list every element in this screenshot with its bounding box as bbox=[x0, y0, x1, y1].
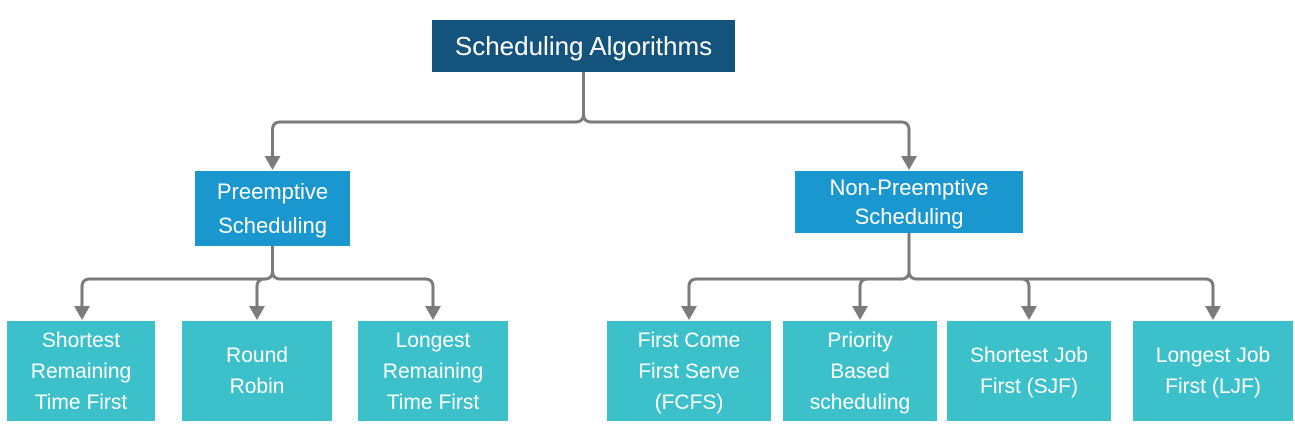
arrowhead bbox=[74, 306, 90, 320]
arrowhead bbox=[852, 306, 868, 320]
connector-root-fork bbox=[264, 72, 917, 170]
node-label: Priority Based scheduling bbox=[809, 328, 911, 414]
node-label: Shortest Remaining Time First bbox=[30, 328, 132, 414]
arrowhead bbox=[681, 306, 697, 320]
node-non-preemptive-scheduling: Non-Preemptive Scheduling bbox=[795, 171, 1023, 233]
node-label: First Come First Serve (FCFS) bbox=[637, 328, 741, 414]
node-label: Preemptive Scheduling bbox=[216, 178, 329, 238]
node-label: Longest Remaining Time First bbox=[382, 328, 484, 414]
node-label: Shortest Job First (SJF) bbox=[970, 344, 1088, 398]
node-label: Round Robin bbox=[226, 344, 288, 398]
node-longest-remaining-time-first: Longest Remaining Time First bbox=[358, 321, 508, 421]
connector-non-preemptive-fork bbox=[681, 233, 1221, 320]
node-first-come-first-serve: First Come First Serve (FCFS) bbox=[607, 321, 771, 421]
arrowhead bbox=[425, 306, 441, 320]
node-label: Scheduling Algorithms bbox=[454, 30, 713, 61]
arrowhead bbox=[249, 306, 265, 320]
node-label: Longest Job First (LJF) bbox=[1155, 344, 1271, 398]
node-preemptive-scheduling: Preemptive Scheduling bbox=[195, 171, 350, 246]
node-shortest-job-first: Shortest Job First (SJF) bbox=[947, 321, 1111, 421]
arrowhead bbox=[1205, 306, 1221, 320]
node-label: Non-Preemptive Scheduling bbox=[829, 175, 989, 229]
node-scheduling-algorithms: Scheduling Algorithms bbox=[432, 20, 735, 72]
node-longest-job-first: Longest Job First (LJF) bbox=[1133, 321, 1293, 421]
arrowhead bbox=[1021, 306, 1037, 320]
node-round-robin: Round Robin bbox=[182, 321, 332, 421]
connector-preemptive-fork bbox=[74, 246, 441, 320]
node-priority-based-scheduling: Priority Based scheduling bbox=[783, 321, 937, 421]
node-shortest-remaining-time-first: Shortest Remaining Time First bbox=[7, 321, 155, 421]
arrowhead bbox=[901, 156, 917, 170]
arrowhead bbox=[264, 156, 281, 170]
